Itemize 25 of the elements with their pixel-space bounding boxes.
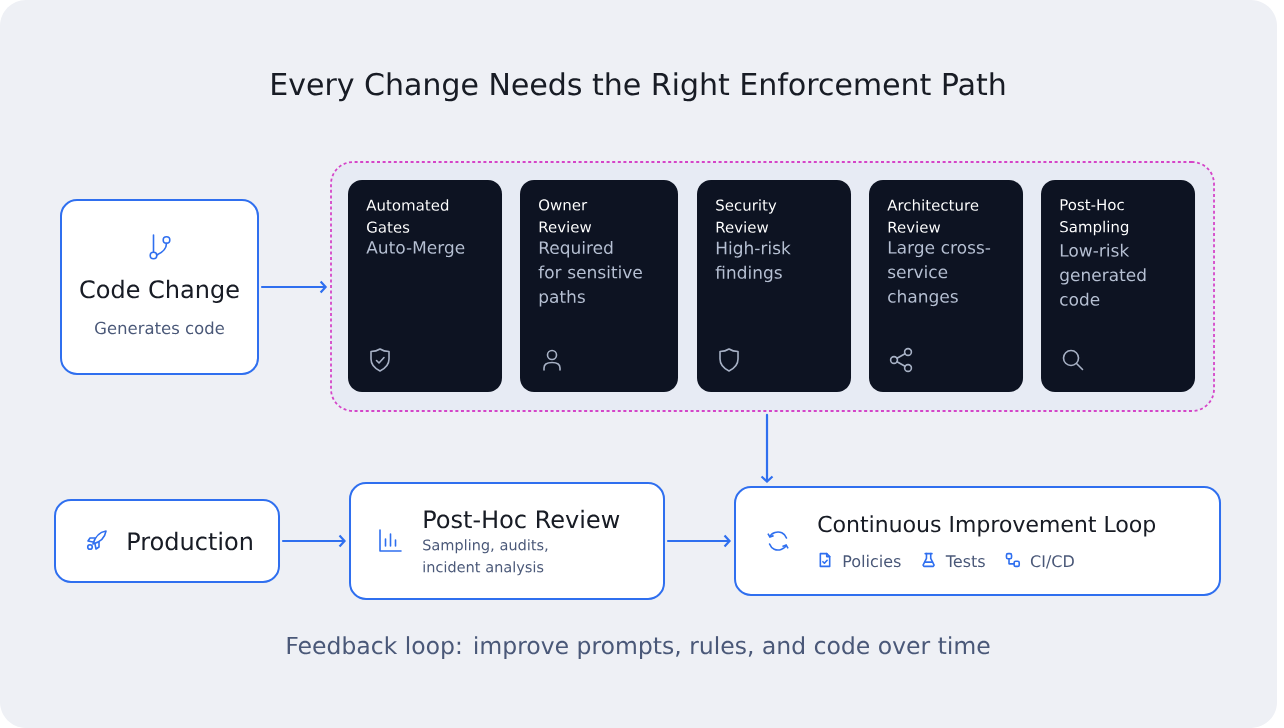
- box-title: Production: [128, 531, 252, 551]
- tag-text: CI/CD: [1030, 555, 1074, 569]
- card-text: Required for sensitive paths: [538, 240, 642, 307]
- card-text: Low-risk generated code: [1060, 243, 1146, 306]
- box-subtitle: Generates code: [95, 321, 224, 335]
- caption: Feedback loop: improve prompts, rules, and code over time: [287, 636, 990, 659]
- card-text: High-risk findings: [715, 241, 791, 283]
- arrow: [666, 534, 731, 548]
- card-text: Auto-Merge: [366, 241, 465, 258]
- arrow: [281, 534, 346, 548]
- title: Every Change Needs the Right Enforcement Path: [272, 72, 1005, 102]
- card-text: Large cross-service changes: [888, 241, 991, 307]
- card-title: Owner Review: [539, 199, 592, 233]
- card-title: Architecture Review: [887, 199, 979, 233]
- card-title: Security Review: [716, 199, 777, 233]
- card-title: Automated Gates: [366, 199, 449, 233]
- box-title: Post-Hoc Review: [424, 509, 620, 529]
- box-title: Code Change: [80, 279, 239, 303]
- card-title: Post-Hoc Sampling: [1060, 199, 1129, 236]
- tag-text: Tests: [945, 555, 985, 568]
- arrow: [260, 280, 328, 294]
- arrow: [760, 413, 774, 483]
- tag-text: Policies: [843, 554, 901, 568]
- box-text: Sampling, audits, incident analysis: [423, 539, 548, 576]
- box-title: Continuous Improvement Loop: [818, 515, 1156, 537]
